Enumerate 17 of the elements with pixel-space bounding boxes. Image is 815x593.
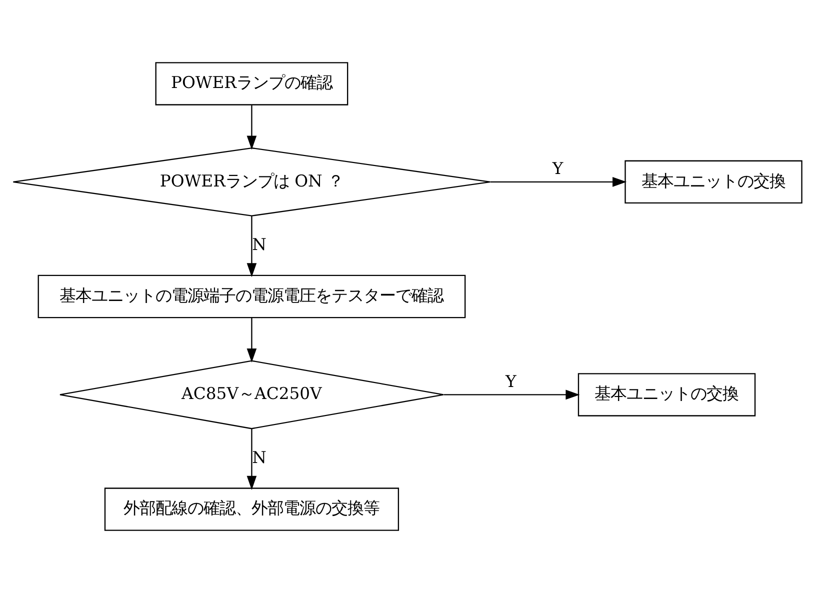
edge-label: Y xyxy=(506,372,516,391)
edge-label: N xyxy=(252,448,266,467)
arrow xyxy=(490,177,627,187)
arrow xyxy=(246,105,257,150)
arrow xyxy=(246,216,257,278)
node-box: 基本ユニットの交換 xyxy=(578,373,756,416)
edge-label: Y xyxy=(552,158,564,178)
arrow xyxy=(246,318,257,363)
node-box: 外部配線の確認、外部電源の交換等 xyxy=(104,488,400,531)
node-box: 基本ユニットの交換 xyxy=(624,160,802,204)
node-box: 基本ユニットの電源端子の電源電圧をテスターで確認 xyxy=(38,274,466,318)
arrow xyxy=(444,390,580,400)
arrow xyxy=(246,428,257,490)
node-diamond: AC85V～AC250V xyxy=(59,360,444,430)
edge-label: N xyxy=(252,234,266,254)
node-diamond: POWERランプは ON ？ xyxy=(12,147,491,216)
node-box: POWERランプの確認 xyxy=(155,62,348,106)
